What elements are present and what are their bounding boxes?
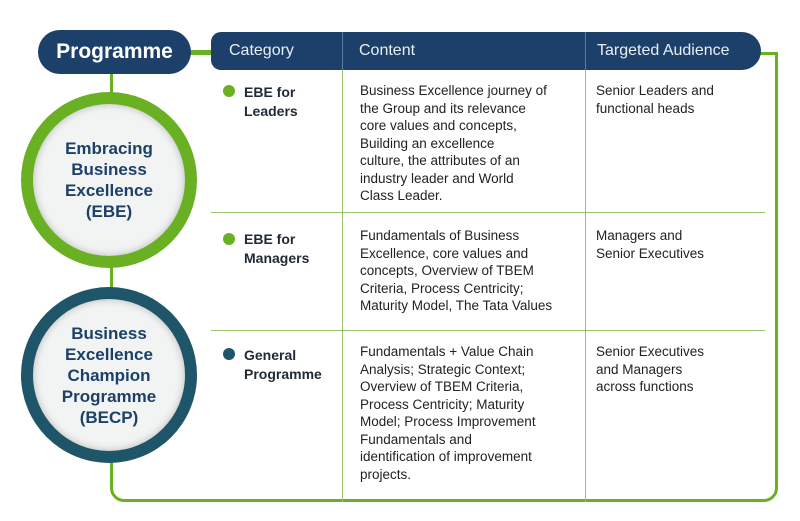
programme-name-ebe: Embracing Business Excellence (EBE) — [33, 104, 185, 256]
content-line: Building an excellence — [360, 135, 495, 151]
category-general-programme: General Programme — [244, 346, 322, 384]
column-divider — [585, 70, 586, 502]
header-divider — [342, 32, 343, 70]
audience-line: across functions — [596, 379, 694, 394]
content-line: projects. — [360, 466, 412, 482]
programme-circle-becp: Business Excellence Champion Programme (… — [21, 287, 197, 463]
header-category: Category — [229, 42, 294, 59]
content-line: Fundamentals of Business — [360, 228, 520, 243]
content-line: culture, the attributes of an — [360, 153, 520, 168]
audience-line: functional heads — [596, 100, 695, 116]
category-line: Managers — [244, 250, 310, 266]
audience-cell: Senior Executives and Managers across fu… — [596, 343, 704, 396]
programme-name-line: (BECP) — [79, 407, 139, 427]
programme-name-line: Excellence — [65, 181, 153, 200]
programme-name-line: Business — [71, 160, 147, 179]
content-cell: Fundamentals + Value Chain Analysis; Str… — [360, 343, 536, 483]
audience-line: Senior Executives — [596, 245, 705, 261]
content-line: Analysis; Strategic Context; — [360, 361, 526, 377]
content-line: the Group and its relevance — [360, 100, 526, 116]
programme-name-line: Programme — [61, 386, 157, 406]
content-line: Excellence, core values and — [360, 245, 529, 261]
content-line: concepts, Overview of TBEM — [360, 263, 534, 278]
category-line: Programme — [244, 366, 322, 382]
content-cell: Fundamentals of Business Excellence, cor… — [360, 227, 552, 315]
programme-name-becp: Business Excellence Champion Programme (… — [33, 299, 185, 451]
programme-name-line: Champion — [67, 365, 151, 385]
category-line: EBE for — [244, 84, 296, 100]
audience-line: and Managers — [596, 361, 683, 377]
content-line: Model; Process Improvement — [360, 414, 536, 429]
category-ebe-for-managers: EBE for Managers — [244, 230, 309, 268]
content-line: Business Excellence journey of — [360, 83, 547, 98]
header-targeted-audience: Targeted Audience — [597, 42, 730, 59]
programme-name-line: (EBE) — [85, 202, 133, 221]
category-line: General — [244, 347, 297, 363]
table-header: Category Content Targeted Audience — [211, 32, 761, 70]
category-bullet — [223, 85, 235, 97]
content-line: identification of improvement — [360, 449, 532, 464]
row-divider — [211, 212, 765, 213]
content-line: Fundamentals + Value Chain — [360, 344, 534, 359]
programme-name-line: Excellence — [65, 344, 153, 364]
column-divider — [342, 70, 343, 502]
audience-cell: Managers and Senior Executives — [596, 227, 704, 262]
content-line: Fundamentals and — [360, 431, 472, 447]
audience-line: Managers and — [596, 228, 683, 243]
category-line: EBE for — [244, 231, 296, 247]
content-line: Overview of TBEM Criteria, — [360, 379, 524, 394]
category-line: Leaders — [244, 103, 298, 119]
content-line: Criteria, Process Centricity; — [360, 280, 524, 296]
category-ebe-for-leaders: EBE for Leaders — [244, 83, 298, 121]
content-cell: Business Excellence journey of the Group… — [360, 82, 547, 205]
programme-name-line: Business — [71, 323, 147, 343]
content-line: Process Centricity; Maturity — [360, 396, 525, 412]
header-divider — [585, 32, 586, 70]
programme-name-line: Embracing — [65, 139, 153, 158]
category-bullet — [223, 348, 235, 360]
audience-cell: Senior Leaders and functional heads — [596, 82, 714, 117]
category-bullet — [223, 233, 235, 245]
row-divider — [211, 330, 765, 331]
header-content: Content — [359, 42, 416, 59]
audience-line: Senior Leaders and — [596, 83, 714, 98]
content-line: core values and concepts, — [360, 118, 517, 133]
programme-label: Programme — [38, 30, 191, 74]
content-line: Maturity Model, The Tata Values — [360, 298, 553, 313]
programme-circle-ebe: Embracing Business Excellence (EBE) — [21, 92, 197, 268]
audience-line: Senior Executives — [596, 344, 705, 359]
content-line: industry leader and World — [360, 170, 514, 186]
pill-connector — [191, 50, 211, 53]
content-line: Class Leader. — [360, 188, 443, 203]
